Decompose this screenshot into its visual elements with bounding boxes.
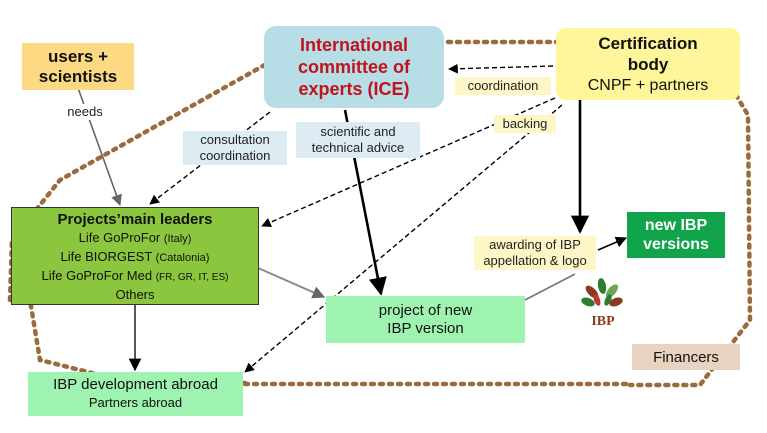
awarding-line2: appellation & logo xyxy=(483,253,587,268)
projects-item-3-sub: (FR, GR, IT, ES) xyxy=(155,271,229,283)
label-consultation: consultation coordination xyxy=(183,131,287,165)
ice-line1: International xyxy=(299,35,408,55)
new-ibp-versions-box: new IBP versions xyxy=(627,212,725,258)
project-new-line2: IBP version xyxy=(387,319,464,337)
arrow-awarding-newibp xyxy=(597,236,628,251)
projects-item-3-main: Life GoProFor Med xyxy=(41,267,153,283)
projects-item-1: Life GoProFor (Italy) xyxy=(79,229,192,248)
advice-line2: technical advice xyxy=(311,140,405,155)
awarding-line1: awarding of IBP xyxy=(489,237,581,252)
label-advice: scientific and technical advice xyxy=(296,122,420,158)
cert-line2: body xyxy=(627,54,669,74)
ibp-logo-icon xyxy=(581,278,623,307)
projects-item-2-main: Life BIORGEST xyxy=(60,248,153,264)
ibp-dev-line1: IBP development abroad xyxy=(53,376,218,393)
users-scientists-box: users + scientists xyxy=(22,43,134,90)
label-coordination: coordination xyxy=(455,77,551,95)
projects-box: Projects’main leaders Life GoProFor (Ita… xyxy=(11,207,259,305)
label-needs: needs xyxy=(60,104,110,120)
line-projectnew-awarding xyxy=(524,273,576,301)
label-backing: backing xyxy=(494,115,556,133)
ice-box: International committee of experts (ICE) xyxy=(264,26,444,108)
projects-item-4: Others xyxy=(115,286,155,302)
certification-box: Certification body CNPF + partners xyxy=(556,28,740,100)
ice-line3: experts (ICE) xyxy=(298,79,410,99)
ibp-dev-line2: Partners abroad xyxy=(88,395,183,410)
new-ibp-line1: new IBP xyxy=(644,217,708,234)
ibp-development-box: IBP development abroad Partners abroad xyxy=(28,372,243,416)
project-new-line1: project of new xyxy=(378,301,473,319)
projects-item-3: Life GoProFor Med (FR, GR, IT, ES) xyxy=(42,267,229,286)
ibp-logo-text: IBP xyxy=(591,314,615,329)
users-line2: scientists xyxy=(38,66,118,86)
arrow-cert-ibpdev xyxy=(244,104,563,373)
projects-item-2-sub: (Catalonia) xyxy=(155,251,210,264)
project-new-ibp-box: project of new IBP version xyxy=(326,296,525,343)
projects-title: Projects’main leaders xyxy=(57,210,213,228)
arrow-cert-ice xyxy=(448,63,554,74)
users-line1: users + xyxy=(47,46,108,66)
ice-line2: committee of xyxy=(297,57,411,77)
projects-item-2: Life BIORGEST (Catalonia) xyxy=(61,248,210,267)
arrow-projects-projectnew xyxy=(257,267,326,299)
arrow-cert-projects xyxy=(261,97,556,227)
consultation-line1: consultation xyxy=(200,132,270,147)
financers-label: Financers xyxy=(653,348,719,366)
financers-box: Financers xyxy=(632,344,740,370)
cert-line3: CNPF + partners xyxy=(587,76,709,94)
new-ibp-line2: versions xyxy=(643,236,709,253)
label-awarding: awarding of IBP appellation & logo xyxy=(474,236,596,270)
projects-item-1-main: Life GoProFor xyxy=(78,229,161,245)
advice-line1: scientific and xyxy=(320,124,396,139)
cert-line1: Certification xyxy=(598,33,698,53)
consultation-line2: coordination xyxy=(199,148,271,163)
projects-item-1-sub: (Italy) xyxy=(163,232,192,245)
